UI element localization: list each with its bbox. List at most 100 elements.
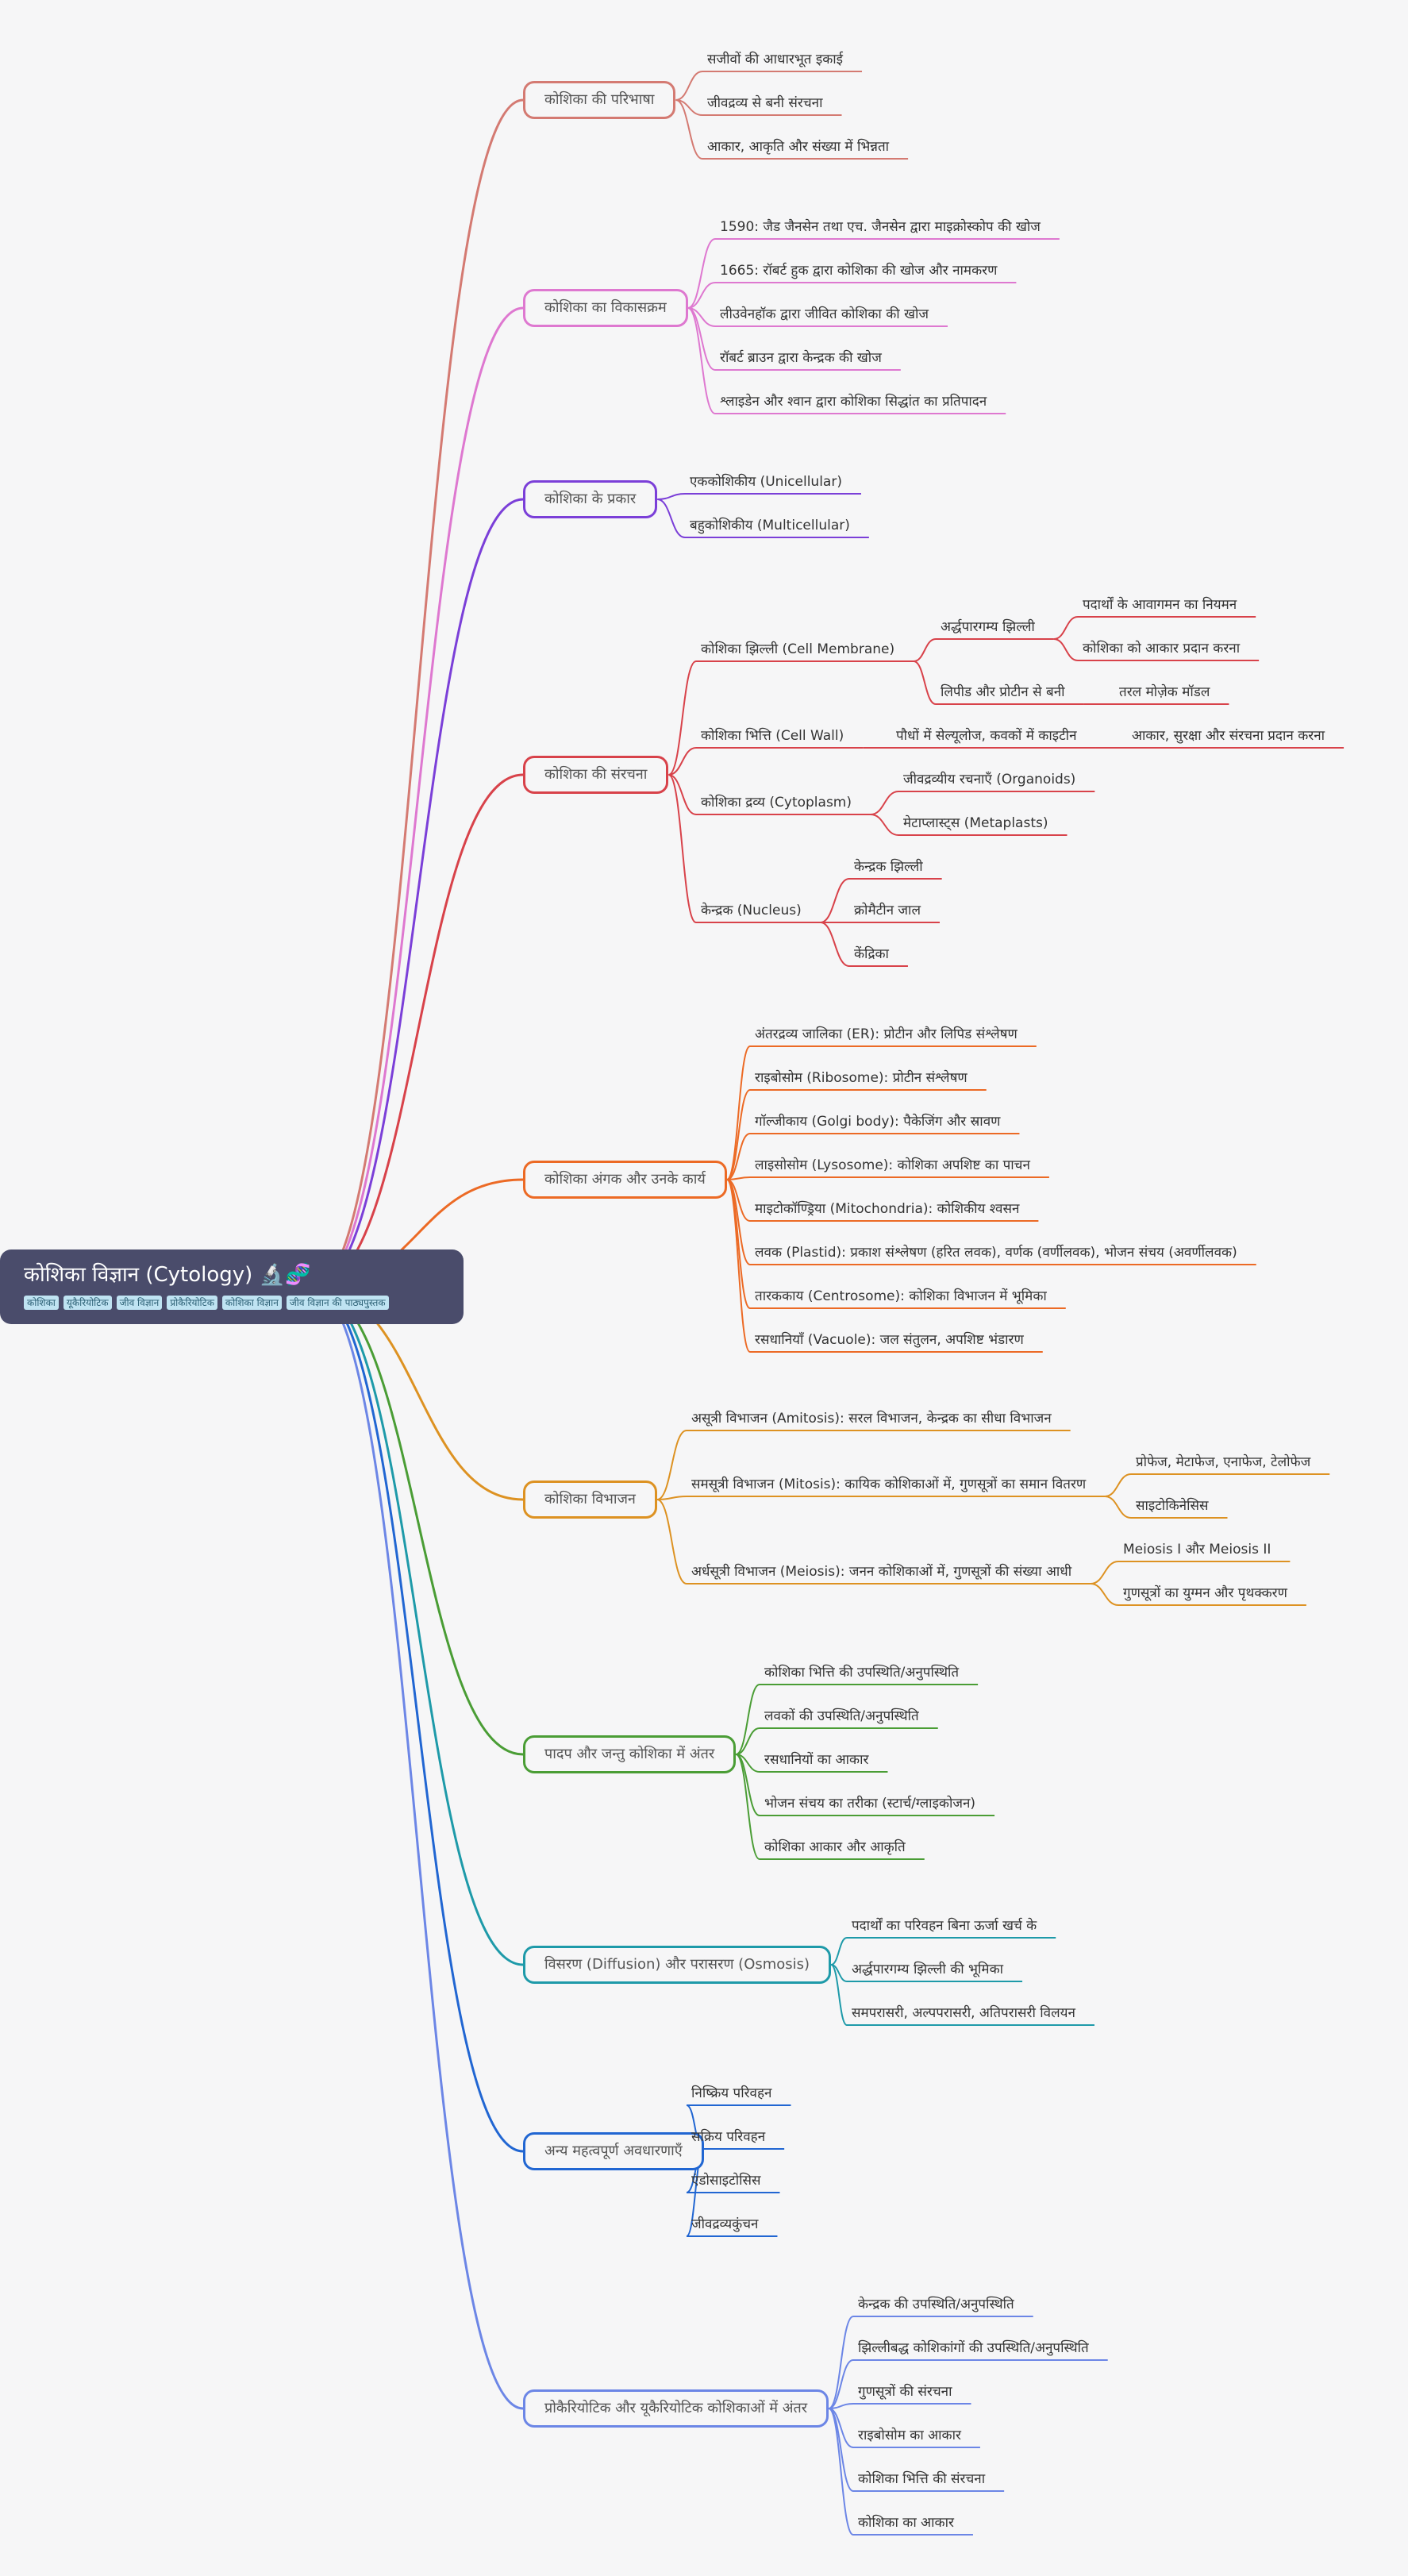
- connector-line: [726, 1133, 751, 1180]
- topic-node[interactable]: गुणसूत्रों का युग्मन और पृथक्करण: [1123, 1585, 1287, 1601]
- topic-node[interactable]: केन्द्रक की उपस्थिति/अनुपस्थिति: [858, 2297, 1014, 2312]
- tag[interactable]: जीव विज्ञान: [116, 1296, 163, 1310]
- connector-line: [726, 1089, 751, 1180]
- topic-node[interactable]: अर्द्धपारगम्य झिल्ली की भूमिका: [852, 1962, 1004, 1977]
- connector-line: [1090, 1583, 1119, 1606]
- topic-node[interactable]: गॉल्जीकाय (Golgi body): पैकेजिंग और स्रा…: [755, 1114, 1001, 1130]
- topic-node[interactable]: असूत्री विभाजन (Amitosis): सरल विभाजन, क…: [691, 1411, 1052, 1427]
- topic-node[interactable]: लाइसोसोम (Lysosome): कोशिका अपशिष्ट का प…: [755, 1157, 1030, 1173]
- branch-other-concepts[interactable]: अन्य महत्वपूर्ण अवधारणाएँ: [523, 2132, 704, 2170]
- topic-node[interactable]: आकार, सुरक्षा और संरचना प्रदान करना: [1132, 728, 1325, 744]
- topic-node[interactable]: जीवद्रव्यकुंचन: [691, 2216, 759, 2232]
- tag[interactable]: कोशिका: [24, 1296, 59, 1310]
- branch-cell-organelles[interactable]: कोशिका अंगक और उनके कार्य: [523, 1161, 727, 1199]
- connector-line: [913, 638, 937, 662]
- topic-node[interactable]: केंद्रिका: [854, 946, 889, 962]
- topic-node[interactable]: राइबोसोम का आकार: [858, 2428, 961, 2443]
- branch-plant-animal-cell[interactable]: पादप और जन्तु कोशिका में अंतर: [523, 1735, 737, 1773]
- topic-node[interactable]: मेटाप्लास्ट्स (Metaplasts): [903, 815, 1048, 831]
- connector-line: [1053, 616, 1079, 640]
- connector-line: [735, 1684, 760, 1755]
- topic-node[interactable]: समपरासरी, अल्पपरासरी, अतिपरासरी विलयन: [852, 2005, 1075, 2021]
- topic-node[interactable]: केन्द्रक (Nucleus): [701, 903, 802, 918]
- connector-line: [830, 1937, 848, 1966]
- topic-node[interactable]: पदार्थों के आवागमन का नियमन: [1083, 597, 1237, 613]
- topic-node[interactable]: आकार, आकृति और संख्या में भिन्नता: [707, 139, 890, 155]
- branch-cell-history[interactable]: कोशिका का विकासक्रम: [523, 289, 688, 327]
- topic-node[interactable]: रसधानियों का आकार: [764, 1752, 869, 1768]
- topic-node[interactable]: कोशिका भित्ति की उपस्थिति/अनुपस्थिति: [764, 1665, 960, 1681]
- topic-node[interactable]: लिपीड और प्रोटीन से बनी: [941, 684, 1065, 700]
- topic-node[interactable]: जीवद्रव्यीय रचनाएँ (Organoids): [903, 772, 1076, 787]
- topic-node[interactable]: झिल्लीबद्ध कोशिकांगों की उपस्थिति/अनुपस्…: [858, 2340, 1089, 2356]
- topic-node[interactable]: अर्द्धपारगम्य झिल्ली: [941, 619, 1035, 635]
- topic-node[interactable]: पौधों में सेल्यूलोज, कवकों में काइटीन: [896, 728, 1077, 744]
- connector-line: [828, 2408, 854, 2536]
- topic-node[interactable]: निष्क्रिय परिवहन: [691, 2085, 772, 2101]
- topic-node[interactable]: एककोशिकीय (Unicellular): [690, 474, 842, 490]
- topic-node[interactable]: सजीवों की आधारभूत इकाई: [707, 52, 844, 67]
- topic-node[interactable]: केन्द्रक झिल्ली: [854, 859, 923, 875]
- topic-node[interactable]: पदार्थों का परिवहन बिना ऊर्जा खर्च के: [852, 1918, 1037, 1934]
- topic-node[interactable]: क्रोमैटीन जाल: [854, 903, 921, 918]
- topic-node[interactable]: तरल मोज़ेक मॉडल: [1119, 684, 1210, 700]
- topic-node[interactable]: 1590: जैड जैनसेन तथा एच. जैनसेन द्वारा म…: [720, 219, 1041, 235]
- connector-line: [667, 660, 697, 776]
- root-topic[interactable]: कोशिका विज्ञान (Cytology) 🔬🧬 कोशिकायूकैर…: [0, 1249, 464, 1324]
- topic-node[interactable]: लवक (Plastid): प्रकाश संश्लेषण (हरित लवक…: [755, 1245, 1237, 1261]
- branch-diffusion-osmosis[interactable]: विसरण (Diffusion) और परासरण (Osmosis): [523, 1946, 832, 1984]
- topic-node[interactable]: लवकों की उपस्थिति/अनुपस्थिति: [764, 1708, 919, 1724]
- topic-node[interactable]: अंतरद्रव्य जालिका (ER): प्रोटीन और लिपिड…: [755, 1026, 1018, 1042]
- topic-node[interactable]: कोशिका भित्ति की संरचना: [858, 2471, 986, 2487]
- connector-line: [656, 1496, 687, 1500]
- topic-node[interactable]: कोशिका झिल्ली (Cell Membrane): [701, 641, 895, 657]
- topic-node[interactable]: कोशिका द्रव्य (Cytoplasm): [701, 795, 852, 811]
- tag[interactable]: यूकैरियोटिक: [63, 1296, 112, 1310]
- connector-line: [735, 1754, 760, 1860]
- connector-line: [870, 791, 899, 815]
- branch-cell-structure[interactable]: कोशिका की संरचना: [523, 756, 669, 794]
- topic-node[interactable]: कोशिका भित्ति (Cell Wall): [701, 728, 844, 744]
- topic-node[interactable]: सक्रिय परिवहन: [691, 2129, 766, 2145]
- connector-line: [675, 71, 703, 101]
- branch-cell-types[interactable]: कोशिका के प्रकार: [523, 480, 658, 518]
- topic-node[interactable]: माइटोकॉण्ड्रिया (Mitochondria): कोशिकीय …: [755, 1201, 1020, 1217]
- topic-node[interactable]: साइटोकिनेसिस: [1136, 1498, 1209, 1514]
- topic-node[interactable]: कोशिका को आकार प्रदान करना: [1083, 641, 1241, 657]
- topic-node[interactable]: कोशिका का आकार: [858, 2515, 954, 2531]
- topic-node[interactable]: रसधानियाँ (Vacuole): जल संतुलन, अपशिष्ट …: [755, 1332, 1024, 1348]
- branch-cell-division[interactable]: कोशिका विभाजन: [523, 1481, 657, 1519]
- tag[interactable]: प्रोकैरियोटिक: [167, 1296, 217, 1310]
- connector-line: [312, 1286, 524, 1756]
- topic-node[interactable]: प्रोफेज, मेटाफेज, एनाफेज, टेलोफेज: [1136, 1454, 1311, 1470]
- topic-node[interactable]: गुणसूत्रों की संरचना: [858, 2384, 952, 2400]
- connector-line: [675, 99, 703, 160]
- branch-cell-definition[interactable]: कोशिका की परिभाषा: [523, 81, 676, 119]
- connector-line: [687, 307, 716, 414]
- topic-node[interactable]: भोजन संचय का तरीका (स्टार्च/ग्लाइकोजन): [764, 1796, 976, 1812]
- connector-line: [667, 774, 697, 923]
- topic-node[interactable]: तारककाय (Centrosome): कोशिका विभाजन में …: [755, 1288, 1047, 1304]
- topic-node[interactable]: रॉबर्ट ब्राउन द्वारा केन्द्रक की खोज: [720, 350, 882, 366]
- topic-node[interactable]: लीउवेनहॉक द्वारा जीवित कोशिका की खोज: [720, 306, 929, 322]
- topic-node[interactable]: 1665: रॉबर्ट हुक द्वारा कोशिका की खोज और…: [720, 263, 998, 279]
- connector-line: [668, 747, 697, 776]
- topic-node[interactable]: बहुकोशिकीय (Multicellular): [690, 518, 850, 533]
- connector-line: [820, 878, 850, 923]
- topic-node[interactable]: श्लाइडेन और श्वान द्वारा कोशिका सिद्धांत…: [720, 394, 987, 410]
- topic-node[interactable]: अर्धसूत्री विभाजन (Meiosis): जनन कोशिकाओ…: [691, 1564, 1072, 1580]
- topic-node[interactable]: जीवद्रव्य से बनी संरचना: [707, 95, 823, 111]
- connector-line: [725, 1179, 751, 1353]
- connector-line: [913, 660, 937, 705]
- topic-node[interactable]: राइबोसोम (Ribosome): प्रोटीन संश्लेषण: [755, 1070, 968, 1086]
- branch-prokaryote-eukaryote[interactable]: प्रोकैरियोटिक और यूकैरियोटिक कोशिकाओं मे…: [523, 2389, 829, 2428]
- topic-node[interactable]: एंडोसाइटोसिस: [691, 2173, 761, 2189]
- topic-node[interactable]: Meiosis I और Meiosis II: [1123, 1542, 1271, 1558]
- tag[interactable]: कोशिका विज्ञान: [221, 1296, 282, 1310]
- topic-node[interactable]: समसूत्री विभाजन (Mitosis): कायिक कोशिकाओ…: [691, 1477, 1087, 1492]
- topic-node[interactable]: कोशिका आकार और आकृति: [764, 1839, 906, 1855]
- connector-line: [1090, 1561, 1119, 1584]
- tag[interactable]: जीव विज्ञान की पाठ्यपुस्तक: [286, 1296, 389, 1310]
- connector-line: [1105, 1496, 1132, 1519]
